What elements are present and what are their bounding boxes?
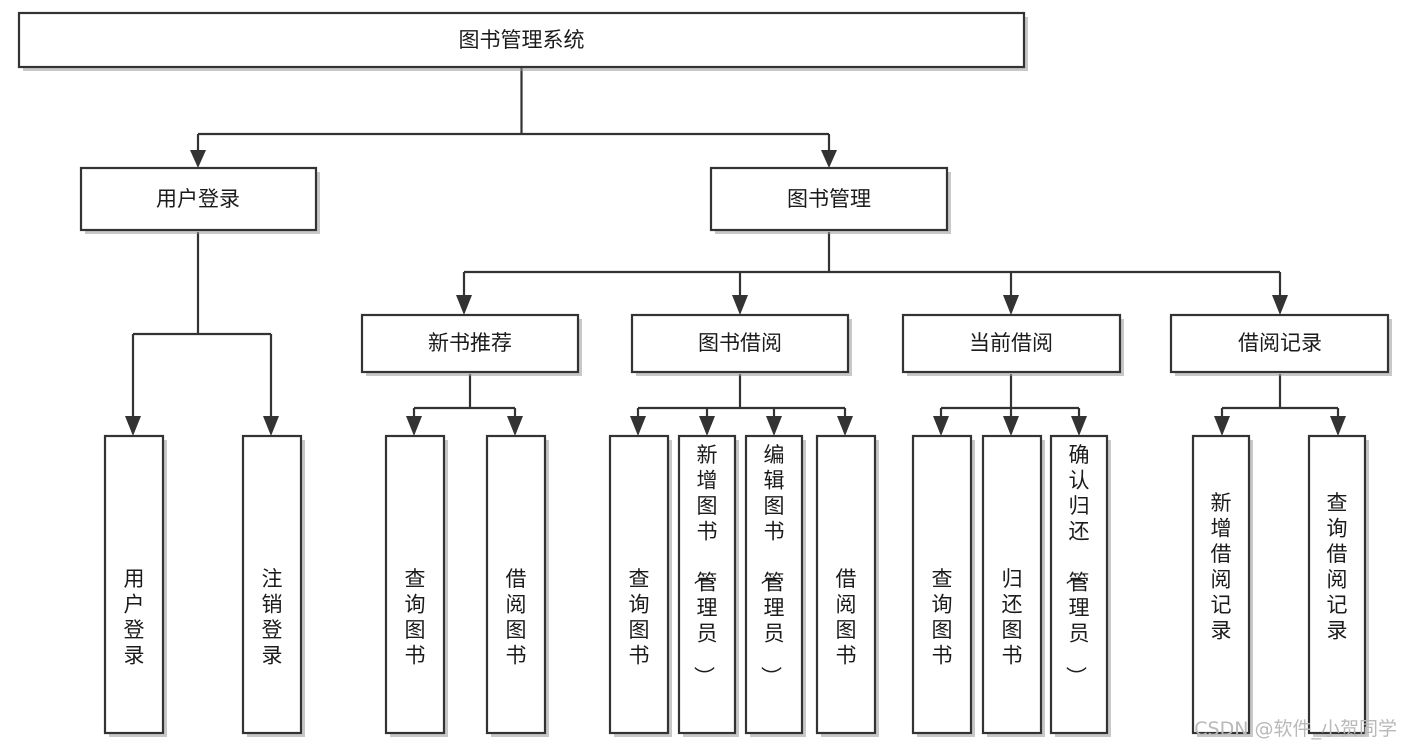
node-new-book-recommend-label: 新书推荐 (428, 331, 512, 355)
arrow-head-user-login (190, 150, 206, 168)
node-leaf-add-record-box[interactable] (1191, 434, 1251, 735)
arrow-head-leaf-confirm-return (1071, 416, 1087, 436)
node-root-label: 图书管理系统 (459, 28, 585, 52)
node-leaf-confirm-return-box[interactable] (1049, 434, 1109, 735)
node-leaf-add-book-box[interactable] (677, 434, 737, 735)
node-current-borrow[interactable]: 当前借阅 (901, 313, 1124, 376)
node-book-manage-label: 图书管理 (787, 187, 871, 211)
node-book-borrow-label: 图书借阅 (698, 331, 782, 355)
node-leaf-query-book-1-box[interactable] (384, 434, 446, 735)
node-leaf-borrow-book-2-label: 借阅图书 (836, 567, 857, 668)
node-leaf-borrow-book-1-label: 借阅图书 (506, 567, 527, 668)
node-leaf-add-record[interactable]: 新增借阅记录 (1191, 434, 1253, 737)
node-leaf-user-login-label: 用户登录 (124, 567, 145, 668)
node-root[interactable]: 图书管理系统 (17, 11, 1028, 71)
node-leaf-query-book-2-box[interactable] (608, 434, 670, 735)
arrow-head-current-borrow (1003, 295, 1019, 315)
arrow-head-leaf-borrow-book-1 (507, 416, 523, 436)
node-new-book-recommend[interactable]: 新书推荐 (360, 313, 582, 376)
node-leaf-logout-login[interactable]: 注销登录 (241, 434, 305, 737)
node-leaf-add-book[interactable]: 新增图书（管理员） (677, 434, 739, 737)
node-leaf-query-book-2[interactable]: 查询图书 (608, 434, 672, 737)
node-book-borrow-box[interactable] (630, 313, 850, 374)
node-leaf-logout-login-box[interactable] (241, 434, 303, 735)
arrow-head-leaf-logout-login (263, 416, 279, 436)
node-leaf-add-book-label: 新增图书（管理员） (692, 443, 718, 687)
node-leaf-edit-book[interactable]: 编辑图书（管理员） (744, 434, 806, 737)
node-leaf-query-book-3-box[interactable] (911, 434, 973, 735)
node-current-borrow-box[interactable] (901, 313, 1122, 374)
node-leaf-query-book-3[interactable]: 查询图书 (911, 434, 975, 737)
node-new-book-recommend-box[interactable] (360, 313, 580, 374)
node-user-login[interactable]: 用户登录 (79, 166, 320, 234)
node-leaf-query-book-2-label: 查询图书 (629, 567, 650, 668)
node-borrow-record[interactable]: 借阅记录 (1169, 313, 1392, 376)
arrow-head-leaf-query-book-3 (933, 416, 949, 436)
node-leaf-borrow-book-2[interactable]: 借阅图书 (815, 434, 879, 737)
node-leaf-query-record[interactable]: 查询借阅记录 (1307, 434, 1369, 737)
arrow-head-book-manage (821, 150, 837, 168)
node-current-borrow-label: 当前借阅 (969, 331, 1053, 355)
node-borrow-record-box[interactable] (1169, 313, 1390, 374)
node-leaf-edit-book-box[interactable] (744, 434, 804, 735)
arrow-head-leaf-edit-book (766, 416, 782, 436)
node-book-manage[interactable]: 图书管理 (709, 166, 951, 234)
arrow-head-book-borrow (732, 295, 748, 315)
node-borrow-record-label: 借阅记录 (1238, 331, 1322, 355)
node-leaf-return-book-label: 归还图书 (1002, 567, 1023, 668)
node-leaf-return-book-box[interactable] (981, 434, 1043, 735)
node-user-login-box[interactable] (79, 166, 318, 232)
node-leaf-query-book-1[interactable]: 查询图书 (384, 434, 448, 737)
node-leaf-return-book[interactable]: 归还图书 (981, 434, 1045, 737)
arrow-head-leaf-add-record (1214, 416, 1230, 436)
arrow-head-leaf-add-book (699, 416, 715, 436)
csdn-watermark: CSDN @软件_小贺同学 (1194, 718, 1397, 740)
arrow-head-leaf-query-book-1 (406, 416, 422, 436)
node-leaf-confirm-return[interactable]: 确认归还（管理员） (1049, 434, 1111, 737)
arrow-head-borrow-record (1272, 295, 1288, 315)
node-book-borrow[interactable]: 图书借阅 (630, 313, 852, 376)
node-root-box[interactable] (17, 11, 1026, 69)
node-leaf-user-login-box[interactable] (103, 434, 165, 735)
arrow-head-leaf-query-book-2 (630, 416, 646, 436)
arrow-head-new-book-recommend (456, 295, 472, 315)
arrow-head-leaf-borrow-book-2 (837, 416, 853, 436)
arrow-head-leaf-user-login (125, 416, 141, 436)
connector-layer (125, 67, 1346, 436)
node-leaf-query-book-3-label: 查询图书 (932, 567, 953, 668)
node-user-login-label: 用户登录 (156, 187, 240, 211)
node-leaf-borrow-book-1-box[interactable] (485, 434, 547, 735)
arrow-head-leaf-return-book (1003, 416, 1019, 436)
node-leaf-logout-login-label: 注销登录 (262, 567, 283, 668)
node-leaf-borrow-book-1[interactable]: 借阅图书 (485, 434, 549, 737)
node-leaf-query-record-label: 查询借阅记录 (1327, 491, 1348, 643)
node-leaf-add-record-label: 新增借阅记录 (1211, 491, 1232, 643)
node-leaf-borrow-book-2-box[interactable] (815, 434, 877, 735)
node-leaf-user-login[interactable]: 用户登录 (103, 434, 167, 737)
node-book-manage-box[interactable] (709, 166, 949, 232)
arrow-head-leaf-query-record (1330, 416, 1346, 436)
node-leaf-edit-book-label: 编辑图书（管理员） (759, 443, 785, 687)
node-leaf-query-record-box[interactable] (1307, 434, 1367, 735)
node-leaf-query-book-1-label: 查询图书 (405, 567, 426, 668)
node-leaf-confirm-return-label: 确认归还（管理员） (1064, 443, 1090, 687)
